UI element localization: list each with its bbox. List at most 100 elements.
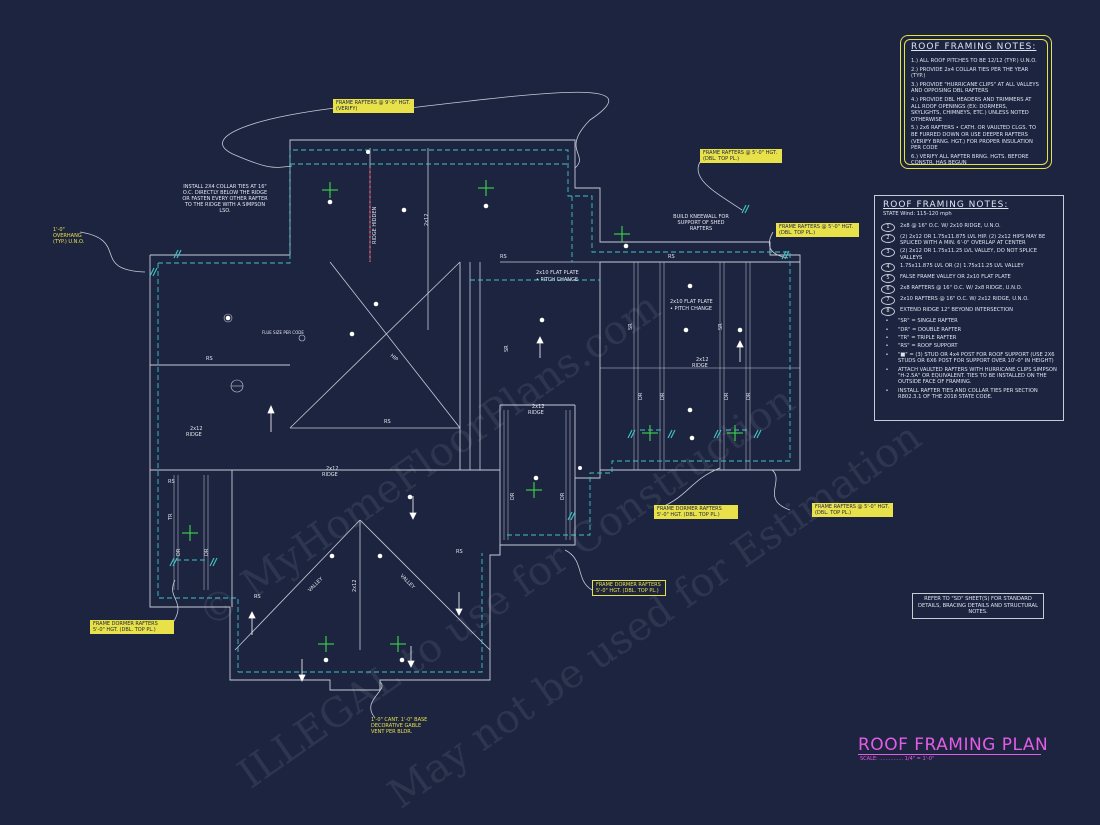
framing-note-text: 2x8 RAFTERS @ 16" O.C. W/ 2x8 RIDGE, U.N… [900, 285, 1023, 292]
framing-note-text: 2x8 @ 16" O.C. W/ 2x10 RIDGE, U.N.O. [900, 222, 1001, 229]
framing-note-text: "DR" = DOUBLE RAFTER [898, 326, 962, 333]
ridge-label: RIDGE [322, 472, 338, 478]
framing-note-row: 3 (2) 2x12 OR 1.75x11.25 LVL VALLEY, DO N… [881, 248, 1057, 261]
dr-label: DR [660, 392, 666, 400]
pitch-change-label: • PITCH CHANGE [670, 306, 712, 312]
support-posts [225, 150, 743, 663]
ridge-label: 2x12 [326, 466, 339, 472]
roof-note-item: 4.) PROVIDE DBL HEADERS AND TRIMMERS AT … [911, 96, 1032, 123]
dashed-overhang-lines [157, 149, 791, 673]
ridge-label: RIDGE [528, 410, 544, 416]
framing-notes-subtitle: STATE Wind: 115-120 mph [883, 211, 952, 217]
frame-rafters-tag: FRAME RAFTERS @ 9'-0" HGT. (VERIFY) [333, 99, 414, 113]
framing-note-text: (2) 2x12 OR 1.75x11.25 LVL VALLEY, DO NO… [900, 248, 1038, 261]
framing-note-key: • [885, 318, 889, 325]
roof-note-item: 2.) PROVIDE 2x4 COLLAR TIES PER THE YEAR… [911, 66, 1029, 80]
valley-label: VALLEY [399, 573, 417, 591]
framing-note-text: INSTALL RAFTER TIES AND COLLAR TIES PER … [898, 387, 1038, 401]
framing-note-key: • [885, 351, 889, 358]
ridge-label: 2x12 [190, 426, 203, 432]
frame-dormer-tag: FRAME DORMER RAFTERS 5'-0" HGT. (DBL. TO… [90, 620, 174, 634]
framing-notes-title: ROOF FRAMING NOTES: [883, 200, 1009, 210]
rs-label: RS [500, 254, 507, 260]
arrow-marks [248, 336, 744, 682]
ridge-label: 2x12 [424, 213, 430, 226]
sr-label: SR [504, 345, 510, 352]
ridge-label: 2x12 [532, 404, 545, 410]
framing-note-row: • INSTALL RAFTER TIES AND COLLAR TIES PER… [881, 388, 1057, 401]
framing-note-key: 6 [881, 285, 895, 295]
leader-lines [79, 91, 791, 719]
dr-label: DR [746, 392, 752, 400]
roof-notes-frame [900, 35, 1052, 169]
framing-note-row: • "SR" = SINGLE RAFTER [881, 318, 1057, 324]
framing-note-key: 8 [881, 307, 895, 317]
framing-note-row: 8 EXTEND RIDGE 12" BEYOND INTERSECTION [881, 307, 1057, 317]
drawing-labels: 2x12 RIDGE 2x12 RIDGE 2x12 RIDGE 2x12 RI… [168, 206, 752, 600]
framing-note-key: • [885, 343, 889, 350]
roof-note-item: 6.) VERIFY ALL RAFTER BRNG. HGTS. BEFORE… [911, 153, 1029, 167]
framing-note-row: 2(2) 2x12 OR 1.75x11.875 LVL HIP. (2) 2x… [881, 233, 1057, 247]
rs-label: RS [254, 594, 261, 600]
frame-dormer-tag: FRAME DORMER RAFTERS 5'-0" HGT. (DBL. TO… [654, 505, 738, 519]
framing-note-row: • "DR" = DOUBLE RAFTER [881, 327, 1057, 333]
framing-note-key: 5 [881, 274, 895, 284]
roof-notes-box: ROOF FRAMING NOTES: 1.) ALL ROOF PITCHES… [903, 38, 1047, 169]
framing-note-key: • [885, 387, 889, 394]
framing-note-key: 3 [881, 248, 895, 258]
gable-vent-note: 1'-0" CANT. 1'-0" BASE DECORATIVE GABLE … [371, 717, 428, 735]
framing-note-row: • "RS" = ROOF SUPPORT [881, 343, 1057, 349]
ridge-label: 2x12 [352, 579, 358, 592]
framing-note-row: •"TR" = TRIPLE RAFTER [881, 335, 1057, 341]
ridge-label: RIDGE [692, 363, 708, 369]
frame-rafters-tag: FRAME RAFTERS @ 5'-0" HGT. (DBL. TOP PL.… [812, 503, 893, 517]
framing-note-row: 5 FALSE FRAME VALLEY OR 2x10 FLAT PLATE [881, 274, 1057, 284]
roof-note-item: 3.) PROVIDE "HURRICANE CLIPS" AT ALL VAL… [911, 81, 1039, 95]
plan-title-underline [858, 754, 1041, 755]
plan-title: ROOF FRAMING PLAN [858, 735, 1049, 755]
framing-note-key: • [885, 335, 889, 342]
rs-label: RS [456, 549, 463, 555]
framing-note-key: 7 [881, 296, 895, 306]
dr-label: DR [204, 548, 210, 556]
frame-rafters-tag: FRAME RAFTERS @ 5'-0" HGT. (DBL. TOP PL.… [776, 223, 859, 237]
sr-label: SR [628, 323, 634, 330]
dr-label: DR [638, 392, 644, 400]
framing-note-key: 2 [881, 233, 895, 243]
flue-label: FLUE SIZE PER CODE [262, 330, 304, 335]
rafter-support-lines [173, 262, 800, 590]
rs-label: RS [384, 419, 391, 425]
overhang-note: 1'-0" OVERHANG (TYP.) U.N.O. [53, 227, 85, 245]
rs-label: RS [168, 479, 175, 485]
ridge-label: 2x12 [696, 357, 709, 363]
framing-notes-box: ROOF FRAMING NOTES: STATE Wind: 115-120 … [874, 195, 1064, 421]
framing-note-text: FALSE FRAME VALLEY OR 2x10 FLAT PLATE [900, 274, 1011, 281]
framing-note-text: EXTEND RIDGE 12" BEYOND INTERSECTION [900, 307, 1014, 314]
valley-label: VALLEY [307, 576, 325, 594]
rs-label: RS [668, 254, 675, 260]
green-direction-markers [182, 180, 743, 652]
kneewall-note: BUILD KNEEWALL FOR SUPPORT OF SHED RAFTE… [673, 214, 729, 232]
sr-label: SR [718, 323, 724, 330]
dr-label: DR [724, 392, 730, 400]
flat-plate-label: 2x10 FLAT PLATE [536, 270, 579, 276]
dr-label: DR [510, 492, 516, 500]
tr-label: TR [168, 513, 174, 521]
rs-label: RS [206, 356, 213, 362]
framing-note-text: "RS" = ROOF SUPPORT [898, 343, 958, 350]
frame-dormer-tag: FRAME DORMER RAFTERS 5'-0" HGT. (DBL. TO… [592, 580, 666, 596]
framing-note-key: • [885, 326, 889, 333]
roof-note-item: 1.) ALL ROOF PITCHES TO BE 12/12 (TYP.) … [911, 58, 1037, 64]
roof-notes-title: ROOF FRAMING NOTES: [911, 42, 1037, 52]
framing-note-text: "SR" = SINGLE RAFTER [898, 318, 958, 325]
ridge-label: RIDGE [186, 432, 202, 438]
outer-walls [149, 139, 801, 691]
dr-label: DR [560, 492, 566, 500]
framing-note-text: ATTACH VAULTED RAFTERS WITH HURRICANE CL… [898, 366, 1057, 386]
collar-ties-note: INSTALL 2X4 COLLAR TIES AT 16" O.C. DIRE… [182, 184, 268, 214]
hatched-tick-marks [149, 204, 790, 567]
